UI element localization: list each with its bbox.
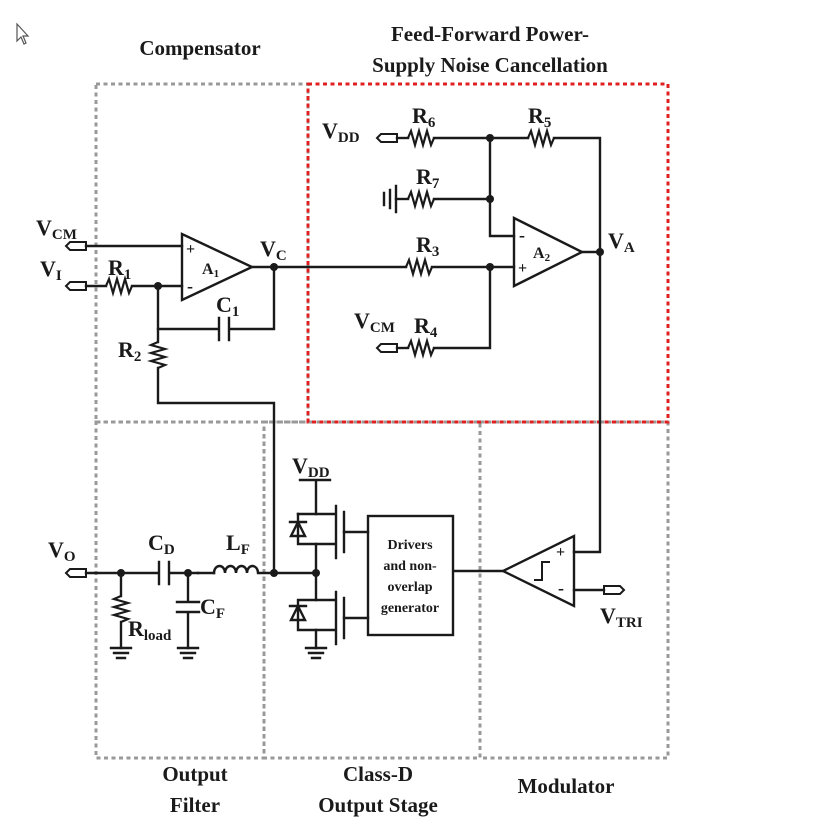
r7-ground-icon [382,184,398,214]
vcm-terminal [64,241,87,251]
classd-ground-icon [304,646,328,660]
vi-terminal [64,281,87,291]
lf-label: LF [226,530,250,558]
r5-resistor [526,126,556,150]
r7-label: R7 [416,164,440,192]
vtri-label: VTRI [600,603,643,631]
r6-label: R6 [412,103,436,131]
r3-label: R3 [416,232,439,260]
a1-label: A1 [202,261,219,280]
rload-label: Rload [128,616,172,644]
vdd-top-terminal [375,133,398,143]
drivers-box [366,514,455,637]
lf-inductor [212,564,260,575]
r1-label: R1 [108,255,131,283]
low-side-nmos [314,571,346,650]
a2-label: A2 [533,245,551,264]
output-filter-block [94,420,266,760]
vtri-terminal [603,585,626,595]
output-filter-title-line2: Filter [170,793,220,817]
comparator-minus-sign: - [558,578,564,598]
cd-capacitor [157,560,171,586]
vo-label: VO [48,537,76,565]
vo-terminal [64,568,87,578]
r2-label: R2 [118,337,141,365]
drivers-line1: Drivers [387,538,433,553]
vdd-out-label: VDD [292,453,330,481]
modulator-block [478,420,670,760]
modulator-comparator [500,534,576,608]
classd-title-line2: Output Stage [318,793,438,817]
output-filter-title-line1: Output [162,762,227,786]
mouse-pointer-icon [16,22,30,45]
r7-resistor [406,187,436,211]
vcm-r4-terminal [375,343,398,353]
r4-label: R4 [414,313,438,341]
vcm-label: VCM [36,215,77,243]
hysteresis-icon [534,561,550,581]
vc-label: VC [260,236,287,264]
classd-title-line1: Class-D [343,762,413,786]
a1-opamp [180,232,255,302]
rload-ground-icon [109,646,133,660]
cf-ground-icon [176,646,200,660]
rload-resistor [109,594,133,624]
c1-label: C1 [216,292,239,320]
feedforward-title-line1: Feed-Forward Power- [391,22,589,46]
a1-plus-sign: + [186,241,195,258]
r5-label: R5 [528,103,551,131]
comparator-plus-sign: + [556,544,565,561]
va-label: VA [608,228,635,256]
a1-minus-sign: - [187,276,193,296]
a2-opamp [512,216,585,288]
a2-minus-sign: - [519,225,525,245]
r3-resistor [404,255,434,279]
r4-resistor [406,336,436,360]
drivers-line2: and non- [383,559,437,574]
cf-capacitor [175,600,201,614]
r6-resistor [406,126,436,150]
high-side-pmos [296,504,346,575]
cf-label: CF [200,594,225,622]
compensator-title: Compensator [139,36,260,60]
drivers-line4: generator [381,601,439,616]
feedforward-title-line2: Supply Noise Cancellation [372,53,608,77]
r2-resistor [146,340,170,370]
r1-resistor [104,274,134,298]
vcm-r4-label: VCM [354,308,395,336]
c1-capacitor [217,316,231,342]
a2-plus-sign: + [518,260,527,277]
feedforward-block [306,82,670,424]
drivers-line3: overlap [387,580,432,595]
cd-label: CD [148,530,175,558]
low-side-diode-icon [296,598,318,632]
vi-label: VI [40,256,62,284]
vdd-top-label: VDD [322,118,360,146]
modulator-title: Modulator [518,774,615,798]
